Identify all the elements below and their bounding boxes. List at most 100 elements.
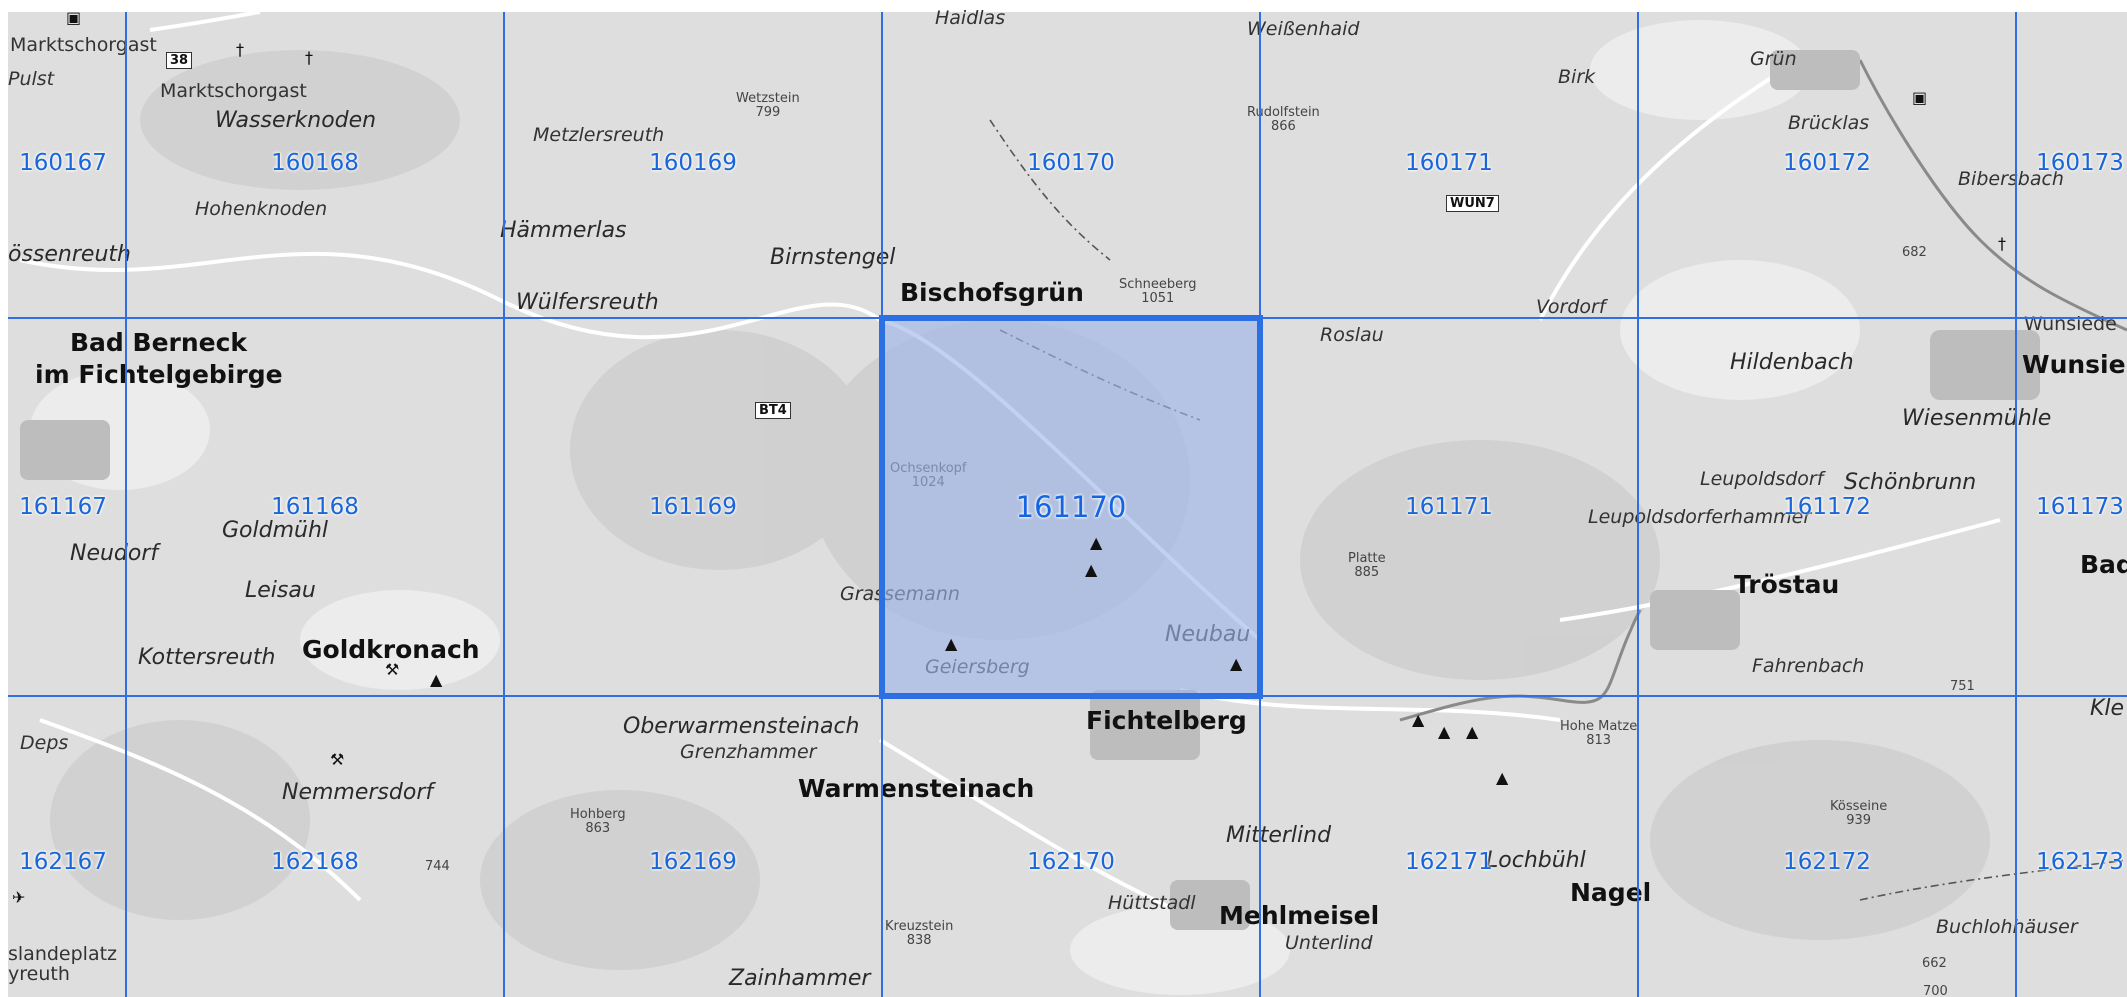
wind-turbine-icon: † <box>1998 234 2006 253</box>
peak-elevation: 744 <box>425 859 450 874</box>
place-label: Brücklas <box>1788 112 1870 134</box>
tile-label-160168[interactable]: 160168 <box>271 150 359 176</box>
place-label: Pulst <box>8 68 55 90</box>
place-label: Wunsie <box>2022 350 2126 379</box>
tile-label-162169[interactable]: 162169 <box>649 849 737 875</box>
peak-name: Platte <box>1348 551 1386 566</box>
mine-icon: ⚒ <box>385 660 400 679</box>
place-label: Birk <box>1558 66 1596 88</box>
tile-label-161172[interactable]: 161172 <box>1783 494 1871 520</box>
tile-label-160173[interactable]: 160173 <box>2036 150 2124 176</box>
place-label: Haidlas <box>935 7 1006 29</box>
rail-station-icon: ▣ <box>1912 88 1928 107</box>
peak-name: Kösseine <box>1830 799 1888 814</box>
place-label: Deps <box>20 732 69 754</box>
tile-label-162173[interactable]: 162173 <box>2036 849 2124 875</box>
place-label: Schönbrunn <box>1844 470 1977 495</box>
peak-name: Schneeberg <box>1119 277 1197 292</box>
peak-name: Wetzstein <box>736 91 800 106</box>
place-label: Bad Berneck <box>70 328 248 357</box>
peak-elevation: 866 <box>1270 119 1296 135</box>
tile-label-160171[interactable]: 160171 <box>1405 150 1493 176</box>
peak-label: 744 <box>425 859 450 874</box>
place-label: im Fichtelgebirge <box>35 360 283 389</box>
tile-label-161170[interactable]: 161170 <box>1015 490 1127 524</box>
place-label: Hämmerlas <box>500 218 627 243</box>
tile-label-161171[interactable]: 161171 <box>1405 494 1493 520</box>
peak-elevation: 813 <box>1586 733 1612 749</box>
place-label: Bad <box>2080 550 2127 579</box>
place-label: Bibersbach <box>1958 168 2064 190</box>
road-shield: WUN7 <box>1446 195 1499 212</box>
place-label: Leisau <box>245 578 316 603</box>
place-label: Leupoldsdorferhammer <box>1588 506 1812 528</box>
peak-elevation: 1051 <box>1141 291 1175 307</box>
place-label: Vordorf <box>1536 296 1606 318</box>
summit-icon: ▲ <box>1230 654 1243 673</box>
peak-name: Kreuzstein <box>885 919 954 934</box>
open-land-areas <box>30 20 1860 995</box>
place-label: Hohenknoden <box>195 198 328 220</box>
road-shield: BT4 <box>755 402 791 419</box>
place-label: yreuth <box>8 963 70 985</box>
summit-icon: ▲ <box>1412 710 1425 729</box>
mine-icon: ⚒ <box>330 750 345 769</box>
place-label: Marktschorgast <box>160 80 307 102</box>
airport-icon: ✈ <box>12 888 26 907</box>
place-label: össenreuth <box>8 242 131 267</box>
peak-elevation: 799 <box>755 105 781 121</box>
place-label: Neudorf <box>70 541 159 566</box>
selected-tile-161170[interactable] <box>879 315 1263 699</box>
place-label: Mehlmeisel <box>1219 901 1380 930</box>
place-label: Mitterlind <box>1226 823 1332 848</box>
summit-icon: ▲ <box>1496 768 1509 787</box>
tile-label-161169[interactable]: 161169 <box>649 494 737 520</box>
tile-label-162168[interactable]: 162168 <box>271 849 359 875</box>
tile-label-162171[interactable]: 162171 <box>1405 849 1493 875</box>
peak-elevation: 838 <box>906 933 932 949</box>
place-label: Zainhammer <box>729 966 871 991</box>
peak-name: Hohberg <box>570 807 626 822</box>
tile-label-162172[interactable]: 162172 <box>1783 849 1871 875</box>
peak-label: 751 <box>1950 679 1975 694</box>
peak-label: 700 <box>1923 984 1948 997</box>
peak-elevation: 662 <box>1922 956 1947 971</box>
tile-label-160169[interactable]: 160169 <box>649 150 737 176</box>
place-label: Oberwarmensteinach <box>623 714 860 739</box>
tile-label-161168[interactable]: 161168 <box>271 494 359 520</box>
place-label: Grün <box>1750 48 1797 70</box>
summit-icon: ▲ <box>1085 560 1098 579</box>
tile-label-162167[interactable]: 162167 <box>19 849 107 875</box>
place-label: Lochbühl <box>1486 848 1586 873</box>
place-label: Wunsiede <box>2024 313 2117 335</box>
road-shield: 38 <box>166 52 193 69</box>
summit-icon: ▲ <box>430 670 443 689</box>
place-label: Leupoldsdorf <box>1700 468 1824 490</box>
place-label: Marktschorgast <box>10 34 157 56</box>
tile-label-160167[interactable]: 160167 <box>19 150 107 176</box>
tile-label-161173[interactable]: 161173 <box>2036 494 2124 520</box>
summit-icon: ▲ <box>1090 533 1103 552</box>
peak-elevation: 700 <box>1923 984 1948 997</box>
peak-elevation: 939 <box>1846 813 1872 829</box>
place-label: Fahrenbach <box>1752 655 1865 677</box>
tile-label-162170[interactable]: 162170 <box>1027 849 1115 875</box>
tile-label-160172[interactable]: 160172 <box>1783 150 1871 176</box>
tile-label-160170[interactable]: 160170 <box>1027 150 1115 176</box>
place-label: Grenzhammer <box>680 741 817 763</box>
place-label: Kle <box>2090 696 2125 721</box>
summit-icon: ▲ <box>1466 722 1479 741</box>
place-label: Hildenbach <box>1730 350 1854 375</box>
tile-label-161167[interactable]: 161167 <box>19 494 107 520</box>
summit-icon: ▲ <box>1438 722 1451 741</box>
peak-elevation: 863 <box>585 821 611 837</box>
place-label: Metzlersreuth <box>533 124 665 146</box>
